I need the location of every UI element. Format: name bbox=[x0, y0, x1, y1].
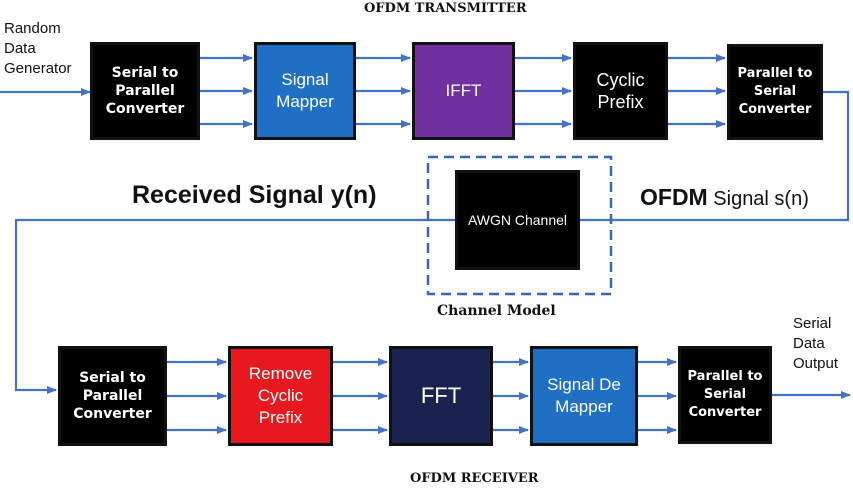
fft-block: FFT bbox=[389, 346, 493, 446]
rx-parallel-to-serial-label: Parallel to Serial Converter bbox=[687, 369, 763, 420]
tx-parallel-to-serial-label: Parallel to Serial Converter bbox=[737, 66, 813, 117]
tx-parallel-to-serial-block: Parallel to Serial Converter bbox=[727, 44, 823, 140]
ofdm-signal-label-bold: OFDM bbox=[640, 184, 708, 210]
tx-serial-to-parallel-block: Serial to Parallel Converter bbox=[90, 42, 200, 140]
rx-parallel-arrows bbox=[167, 358, 677, 434]
signal-mapper-block: Signal Mapper bbox=[254, 42, 356, 140]
channel-model-title: Channel Model bbox=[437, 303, 556, 319]
ifft-block: IFFT bbox=[412, 42, 515, 140]
ofdm-signal-label-rest: Signal s(n) bbox=[713, 188, 809, 210]
receiver-title: OFDM RECEIVER bbox=[410, 471, 539, 486]
fft-label: FFT bbox=[420, 383, 462, 408]
rx-serial-to-parallel-label: Serial to Parallel Converter bbox=[73, 370, 152, 422]
rx-parallel-to-serial-block: Parallel to Serial Converter bbox=[678, 346, 772, 444]
signal-demapper-block: Signal De Mapper bbox=[530, 346, 638, 446]
transmitter-title: OFDM TRANSMITTER bbox=[364, 1, 527, 16]
remove-cyclic-prefix-label: Remove Cyclic Prefix bbox=[248, 364, 313, 427]
ifft-label: IFFT bbox=[445, 81, 482, 100]
remove-cyclic-prefix-block: Remove Cyclic Prefix bbox=[228, 346, 333, 446]
received-signal-label: Received Signal y(n) bbox=[132, 181, 377, 209]
tx-parallel-arrows bbox=[200, 54, 726, 128]
cyclic-prefix-label: Cyclic Prefix bbox=[596, 70, 645, 112]
input-label: Random Data Generator bbox=[4, 20, 72, 77]
tx-serial-to-parallel-label: Serial to Parallel Converter bbox=[105, 65, 185, 117]
rx-serial-to-parallel-block: Serial to Parallel Converter bbox=[58, 346, 167, 446]
awgn-channel-block: AWGN Channel bbox=[455, 170, 580, 270]
cyclic-prefix-block: Cyclic Prefix bbox=[573, 42, 668, 140]
signal-mapper-label: Signal Mapper bbox=[276, 70, 334, 111]
signal-demapper-label: Signal De Mapper bbox=[547, 375, 621, 416]
tx-to-channel-line bbox=[580, 90, 850, 222]
ofdm-signal-label: OFDM Signal s(n) bbox=[640, 184, 809, 211]
output-label: Serial Data Output bbox=[793, 315, 839, 372]
awgn-channel-label: AWGN Channel bbox=[467, 212, 568, 228]
channel-to-rx-line bbox=[14, 218, 455, 394]
